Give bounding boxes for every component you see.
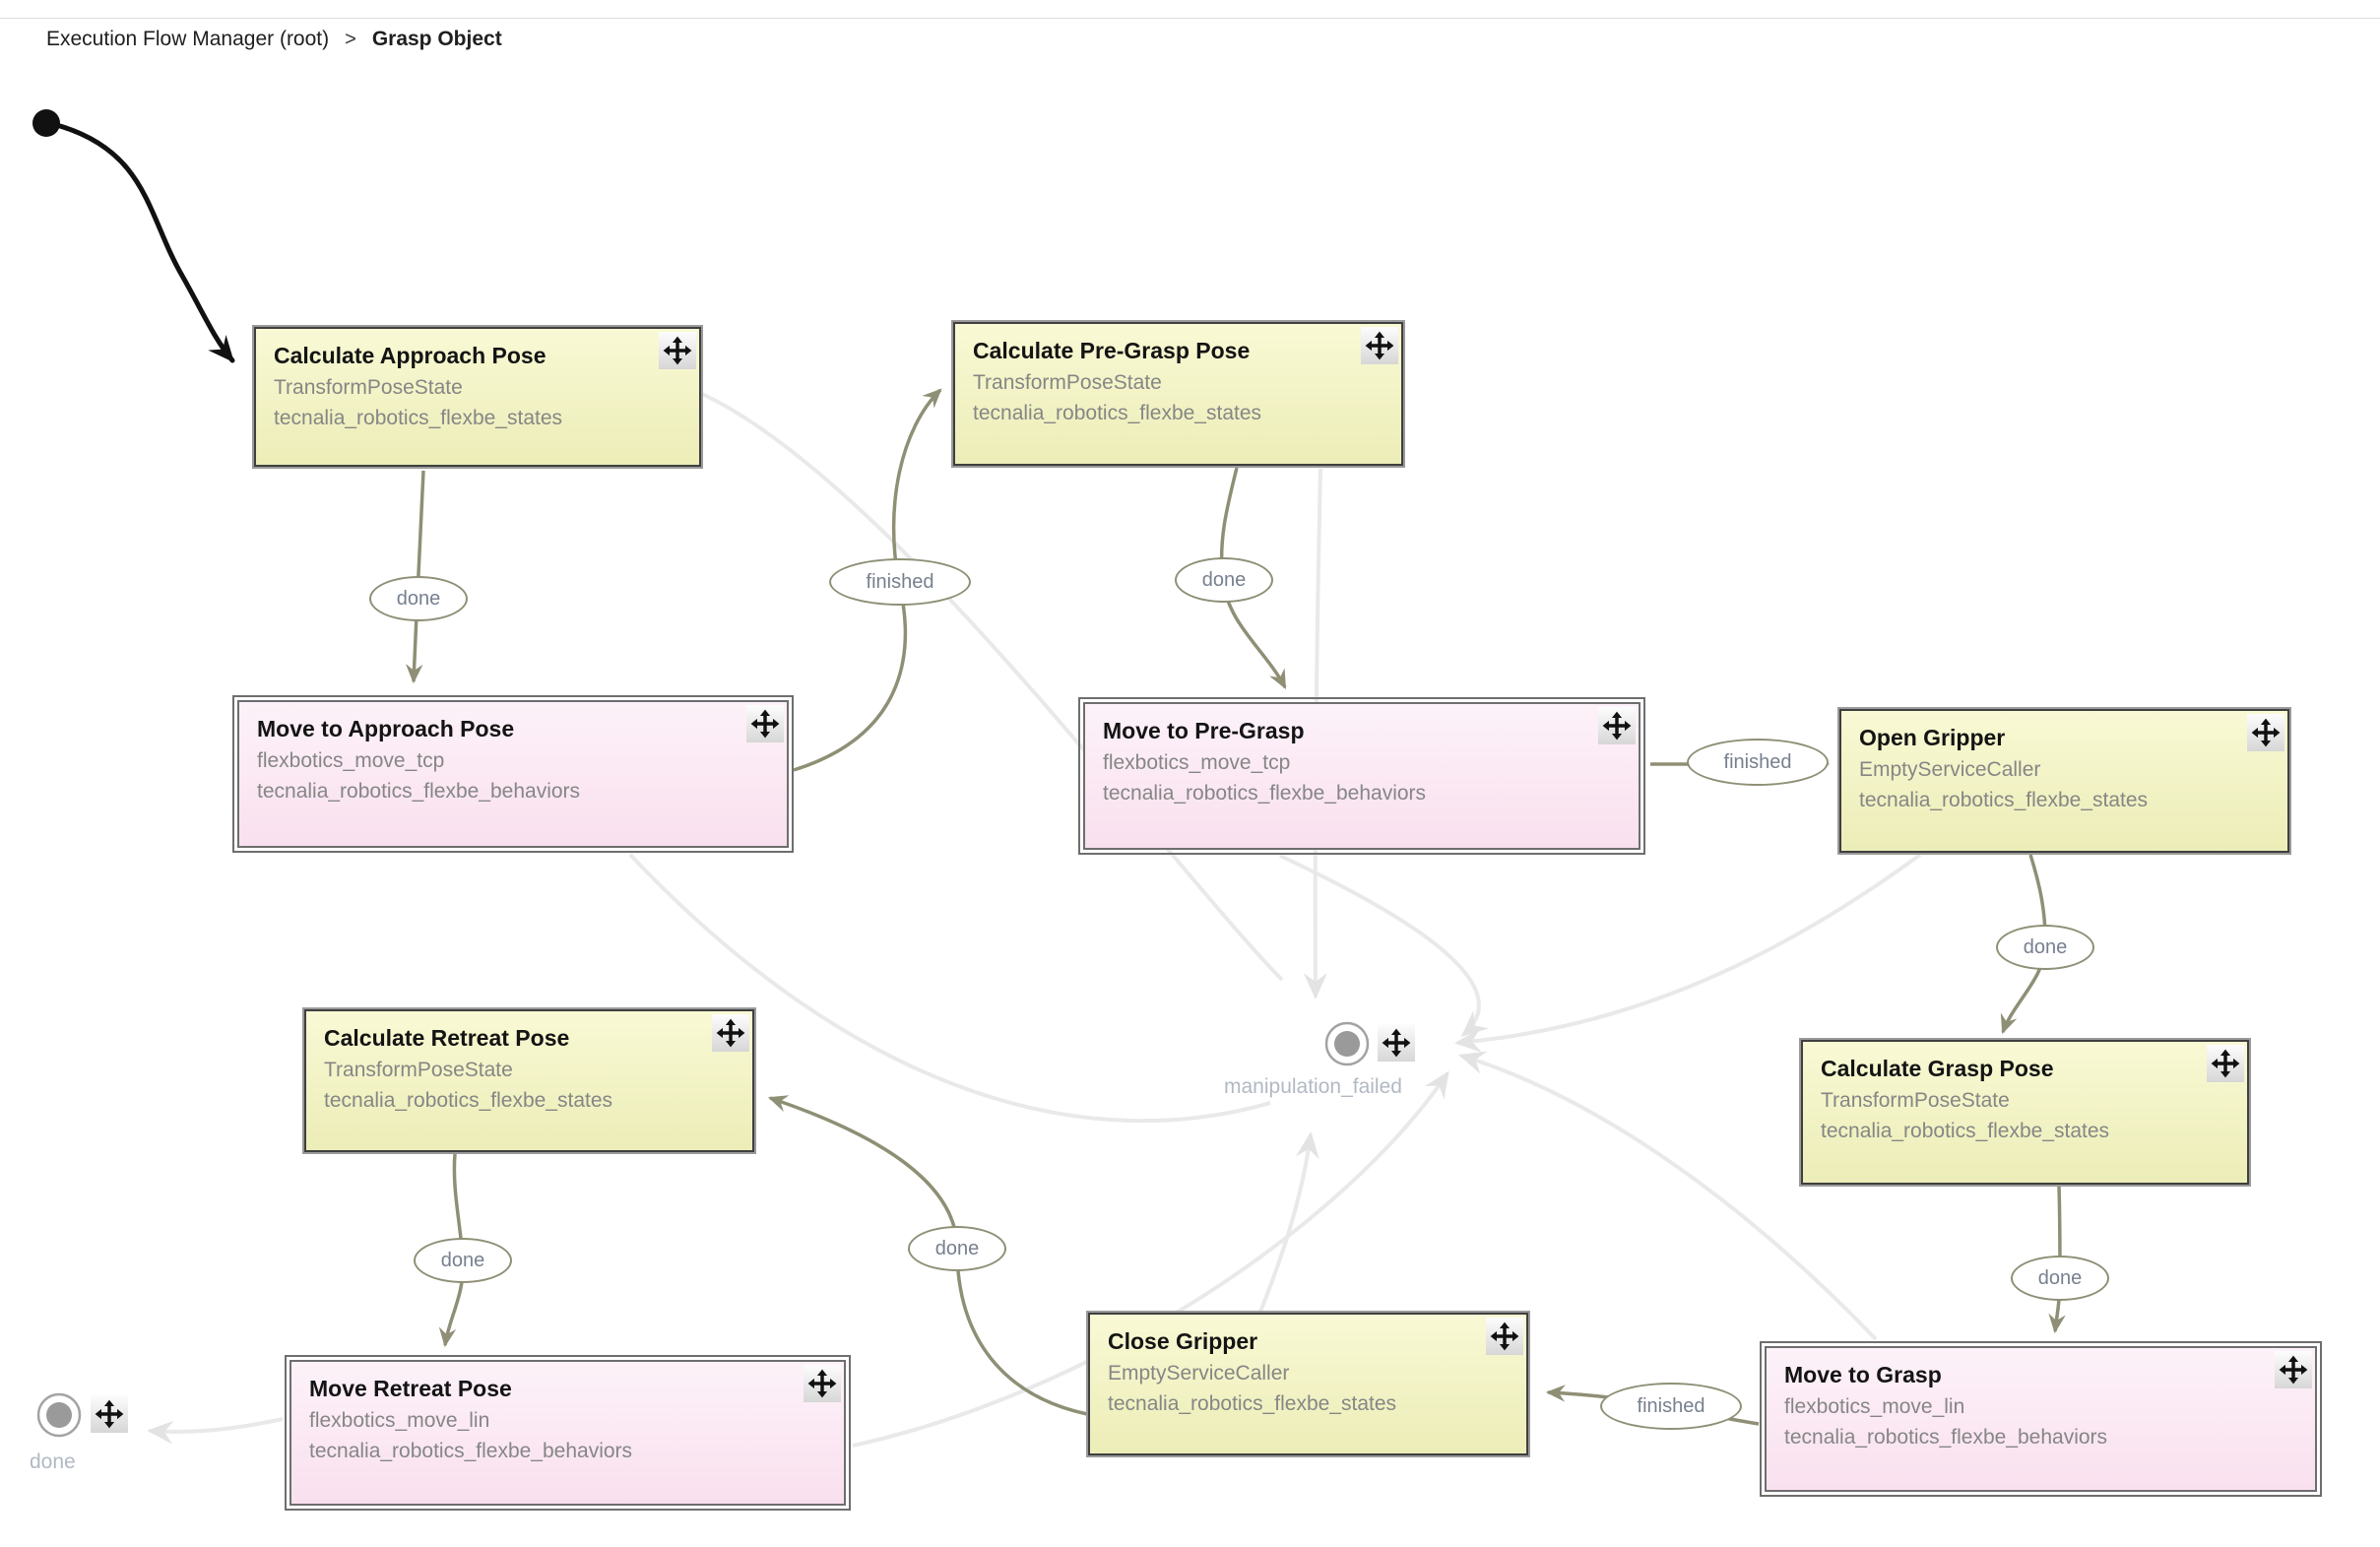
move-icon[interactable]: [1598, 707, 1636, 744]
state-class: TransformPoseState: [324, 1059, 513, 1081]
state-package: tecnalia_robotics_flexbe_states: [324, 1089, 613, 1112]
breadcrumb-separator-icon: >: [345, 28, 356, 50]
transition-label-done[interactable]: done: [1996, 925, 2094, 970]
state-open-gripper[interactable]: Open Gripper EmptyServiceCaller tecnalia…: [1837, 707, 2291, 855]
move-icon[interactable]: [2275, 1351, 2312, 1388]
edge-calc-approach-done[interactable]: [405, 470, 425, 684]
move-icon[interactable]: [1486, 1318, 1523, 1355]
state-class: flexbotics_move_lin: [1784, 1395, 1965, 1418]
breadcrumb-root-link[interactable]: Execution Flow Manager (root): [46, 28, 330, 50]
move-icon[interactable]: [804, 1365, 841, 1402]
state-package: tecnalia_robotics_flexbe_behaviors: [257, 780, 581, 803]
transition-label-finished[interactable]: finished: [829, 558, 971, 606]
move-icon[interactable]: [659, 332, 696, 369]
state-title: Calculate Approach Pose: [274, 343, 547, 368]
transition-label-finished[interactable]: finished: [1600, 1383, 1742, 1430]
move-icon[interactable]: [1378, 1024, 1415, 1062]
state-title: Move Retreat Pose: [309, 1376, 512, 1401]
state-calculate-retreat-pose[interactable]: Calculate Retreat Pose TransformPoseStat…: [302, 1007, 756, 1154]
behavior-move-retreat-pose[interactable]: Move Retreat Pose flexbotics_move_lin te…: [285, 1355, 851, 1511]
state-class: EmptyServiceCaller: [1859, 758, 2041, 781]
behavior-move-to-grasp[interactable]: Move to Grasp flexbotics_move_lin tecnal…: [1760, 1341, 2322, 1497]
transition-label-done[interactable]: done: [908, 1226, 1006, 1271]
failed-edge-open-gripper[interactable]: [1454, 853, 1922, 1053]
state-package: tecnalia_robotics_flexbe_states: [973, 402, 1262, 424]
transition-label-finished[interactable]: finished: [1687, 739, 1829, 786]
transition-label-done[interactable]: done: [369, 576, 468, 621]
state-package: tecnalia_robotics_flexbe_behaviors: [1103, 782, 1427, 805]
state-package: tecnalia_robotics_flexbe_states: [1821, 1120, 2110, 1142]
transition-label-done[interactable]: done: [1175, 557, 1273, 603]
state-package: tecnalia_robotics_flexbe_states: [1108, 1392, 1397, 1415]
state-class: flexbotics_move_tcp: [257, 749, 445, 772]
state-title: Calculate Pre-Grasp Pose: [973, 338, 1251, 363]
state-calculate-grasp-pose[interactable]: Calculate Grasp Pose TransformPoseState …: [1799, 1038, 2251, 1187]
state-class: TransformPoseState: [274, 376, 463, 399]
state-class: flexbotics_move_tcp: [1103, 751, 1291, 774]
state-title: Close Gripper: [1108, 1328, 1258, 1354]
behavior-move-to-pregrasp[interactable]: Move to Pre-Grasp flexbotics_move_tcp te…: [1078, 697, 1645, 855]
state-title: Calculate Retreat Pose: [324, 1025, 570, 1051]
move-icon[interactable]: [2207, 1045, 2244, 1082]
outcome-done-icon[interactable]: [36, 1392, 82, 1438]
breadcrumb: Execution Flow Manager (root) > Grasp Ob…: [46, 28, 502, 51]
breadcrumb-current: Grasp Object: [371, 28, 502, 50]
state-close-gripper[interactable]: Close Gripper EmptyServiceCaller tecnali…: [1086, 1311, 1530, 1457]
state-package: tecnalia_robotics_flexbe_behaviors: [309, 1440, 633, 1462]
failed-edge-calc-approach[interactable]: [701, 392, 1284, 982]
initial-state-marker[interactable]: [32, 109, 235, 363]
state-title: Move to Pre-Grasp: [1103, 718, 1305, 743]
transition-label-done[interactable]: done: [2011, 1256, 2109, 1301]
move-icon[interactable]: [1361, 327, 1398, 364]
state-class: TransformPoseState: [973, 371, 1162, 394]
failed-edge-close-gripper[interactable]: [1258, 1131, 1319, 1313]
state-calculate-approach-pose[interactable]: Calculate Approach Pose TransformPoseSta…: [252, 325, 703, 469]
outcome-manipulation-failed-icon[interactable]: [1324, 1021, 1370, 1066]
panel-top-divider: [0, 18, 2380, 19]
state-class: EmptyServiceCaller: [1108, 1362, 1290, 1385]
state-class: TransformPoseState: [1821, 1089, 2010, 1112]
state-title: Move to Grasp: [1784, 1362, 1942, 1387]
failed-edge-move-approach[interactable]: [628, 853, 1271, 1124]
state-package: tecnalia_robotics_flexbe_states: [1859, 789, 2149, 811]
state-title: Move to Approach Pose: [257, 716, 515, 741]
state-calculate-pregrasp-pose[interactable]: Calculate Pre-Grasp Pose TransformPoseSt…: [951, 320, 1405, 468]
failed-edge-move-pregrasp[interactable]: [1279, 854, 1489, 1037]
done-edge-move-retreat[interactable]: [147, 1417, 284, 1445]
move-icon[interactable]: [91, 1395, 128, 1433]
move-icon[interactable]: [2247, 714, 2284, 751]
move-icon[interactable]: [712, 1014, 749, 1052]
state-package: tecnalia_robotics_flexbe_behaviors: [1784, 1426, 2108, 1449]
state-class: flexbotics_move_lin: [309, 1409, 490, 1432]
move-icon[interactable]: [746, 705, 784, 742]
failed-edge-move-retreat[interactable]: [852, 1070, 1449, 1448]
failed-edge-move-grasp[interactable]: [1458, 1051, 1878, 1341]
outcome-label-manipulation-failed: manipulation_failed: [1224, 1075, 1402, 1098]
state-title: Calculate Grasp Pose: [1821, 1056, 2054, 1081]
state-title: Open Gripper: [1859, 725, 2006, 750]
state-package: tecnalia_robotics_flexbe_states: [274, 407, 563, 429]
transition-label-done[interactable]: done: [414, 1238, 512, 1283]
outcome-label-done: done: [30, 1450, 76, 1473]
behavior-move-to-approach-pose[interactable]: Move to Approach Pose flexbotics_move_tc…: [232, 695, 794, 853]
